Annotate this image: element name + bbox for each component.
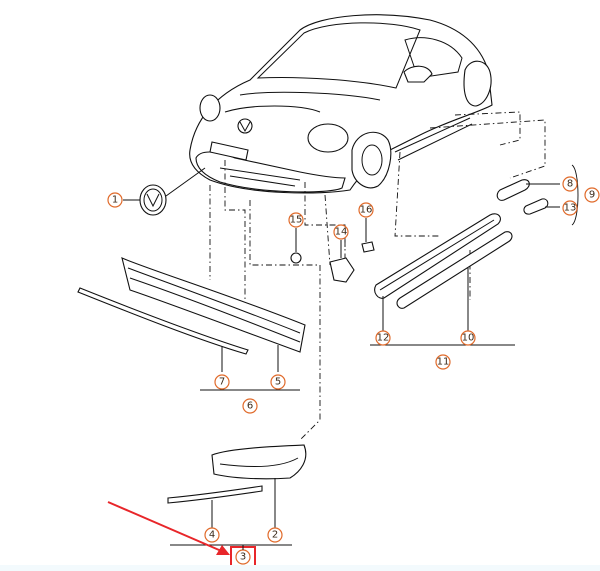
fog-light-trim-part <box>211 444 307 528</box>
svg-text:3: 3 <box>240 552 246 563</box>
svg-text:8: 8 <box>567 179 573 190</box>
callout-13: 13 <box>562 200 578 216</box>
callout-1: 1 <box>107 192 123 208</box>
svg-text:14: 14 <box>335 227 348 238</box>
callout-8: 8 <box>562 176 578 192</box>
bracket-9 <box>571 164 579 226</box>
svg-text:4: 4 <box>209 530 215 541</box>
marker-light-part <box>496 179 560 201</box>
emblem-part <box>123 167 206 216</box>
callout-16: 16 <box>358 202 374 218</box>
callout-12: 12 <box>375 330 391 346</box>
svg-text:1: 1 <box>112 195 118 206</box>
svg-text:7: 7 <box>219 377 225 388</box>
fog-strip-part <box>167 485 263 528</box>
svg-text:11: 11 <box>437 357 450 368</box>
car-illustration <box>189 14 493 194</box>
callout-2: 2 <box>267 527 283 543</box>
svg-text:13: 13 <box>564 203 577 214</box>
callout-14: 14 <box>333 224 349 240</box>
side-skirt-part <box>374 213 501 335</box>
trim-strip-part <box>77 287 249 372</box>
sill-trim-part <box>396 231 513 335</box>
bottom-strip <box>0 565 600 571</box>
callout-10: 10 <box>460 330 476 346</box>
cover-part <box>523 198 560 215</box>
callout-9: 9 <box>584 187 600 203</box>
callout-5: 5 <box>270 374 286 390</box>
bracket-part-14 <box>329 240 355 283</box>
callout-4: 4 <box>204 527 220 543</box>
svg-text:5: 5 <box>275 377 281 388</box>
svg-text:10: 10 <box>462 333 475 344</box>
red-arrow <box>107 501 230 555</box>
svg-text:16: 16 <box>360 205 373 216</box>
clip-part-15 <box>290 228 302 264</box>
svg-text:6: 6 <box>247 401 253 412</box>
lower-grille-part <box>121 257 306 372</box>
svg-text:15: 15 <box>290 215 303 226</box>
callout-7: 7 <box>214 374 230 390</box>
callout-6: 6 <box>242 398 258 414</box>
callout-11: 11 <box>435 354 451 370</box>
svg-text:9: 9 <box>589 190 595 201</box>
svg-text:2: 2 <box>272 530 278 541</box>
svg-text:12: 12 <box>377 333 390 344</box>
callout-15: 15 <box>288 212 304 228</box>
clip-part-16 <box>361 218 375 253</box>
